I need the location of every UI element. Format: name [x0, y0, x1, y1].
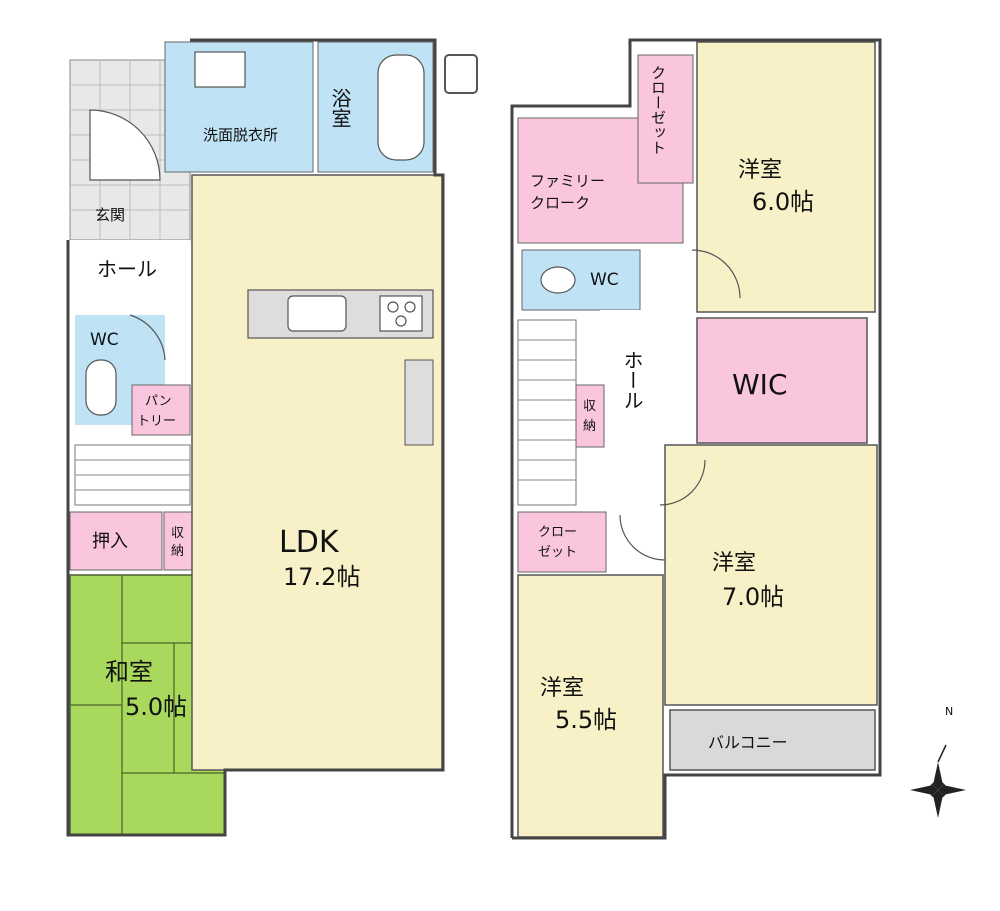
pantry-label-2: トリー: [137, 414, 176, 429]
storage-2f-label-2: 納: [583, 419, 596, 434]
washitsu-size: 5.0帖: [125, 693, 187, 721]
washitsu-label: 和室: [105, 658, 153, 686]
wic-room: [696, 317, 868, 444]
room-6-size: 6.0帖: [752, 188, 814, 216]
entrance-door: [89, 109, 161, 181]
room-55-size: 5.5帖: [555, 706, 617, 734]
family-cloak-label-2: クローク: [530, 194, 590, 212]
oshiire-closet: [69, 511, 163, 571]
stairs-2f: [517, 319, 577, 506]
balcony-label: バルコニー: [708, 733, 788, 752]
wc-2f-label: WC: [590, 270, 619, 290]
hall-1f: [70, 240, 190, 310]
toilet-icon: [85, 359, 117, 416]
wc-2f: [521, 249, 641, 311]
hall-2f-label: ホール: [620, 350, 644, 410]
cooktop-icon: [379, 295, 423, 332]
bath-label: 浴室: [328, 88, 352, 128]
closet-top-label: クローゼット: [649, 65, 667, 155]
room-6: [696, 41, 876, 313]
pantry-room: [131, 384, 191, 436]
ldk-size: 17.2帖: [283, 563, 360, 591]
wic-label: WIC: [732, 368, 788, 401]
room-7-size: 7.0帖: [722, 583, 784, 611]
kitchen-sink-icon: [287, 295, 347, 332]
closet-small-label-2: ゼット: [538, 545, 577, 560]
room-55-label: 洋室: [540, 676, 584, 701]
room-6-label: 洋室: [738, 158, 782, 183]
washroom-label: 洗面脱衣所: [203, 126, 278, 144]
room-55: [517, 574, 664, 838]
compass-north-label: N: [945, 705, 953, 718]
storage-2f-label-1: 収: [583, 399, 596, 414]
compass-rose-icon: [910, 744, 966, 818]
entrance-label: 玄関: [95, 206, 125, 224]
pantry-label-1: パン: [145, 394, 172, 409]
floor-2: [510, 38, 882, 840]
floor-1: [66, 38, 478, 837]
family-cloak-label-1: ファミリー: [530, 172, 605, 190]
wc-1f-label: WC: [90, 330, 119, 350]
sink-icon: [194, 51, 246, 88]
closet-top: [637, 54, 694, 184]
storage-2f: [575, 384, 605, 448]
balcony: [669, 709, 876, 771]
oshiire-label: 押入: [92, 531, 128, 552]
storage-1f-label-2: 納: [171, 544, 184, 559]
closet-small-label-1: クロー: [538, 525, 577, 540]
room-7: [664, 444, 878, 706]
ldk-room: [191, 174, 443, 771]
room-7-label: 洋室: [712, 551, 756, 576]
storage-1f: [163, 511, 195, 571]
hall-1f-label: ホール: [97, 257, 157, 281]
storage-1f-label-1: 収: [171, 526, 184, 541]
closet-small: [517, 511, 607, 573]
ldk-label: LDK: [279, 525, 340, 560]
bathtub-icon: [377, 54, 425, 161]
